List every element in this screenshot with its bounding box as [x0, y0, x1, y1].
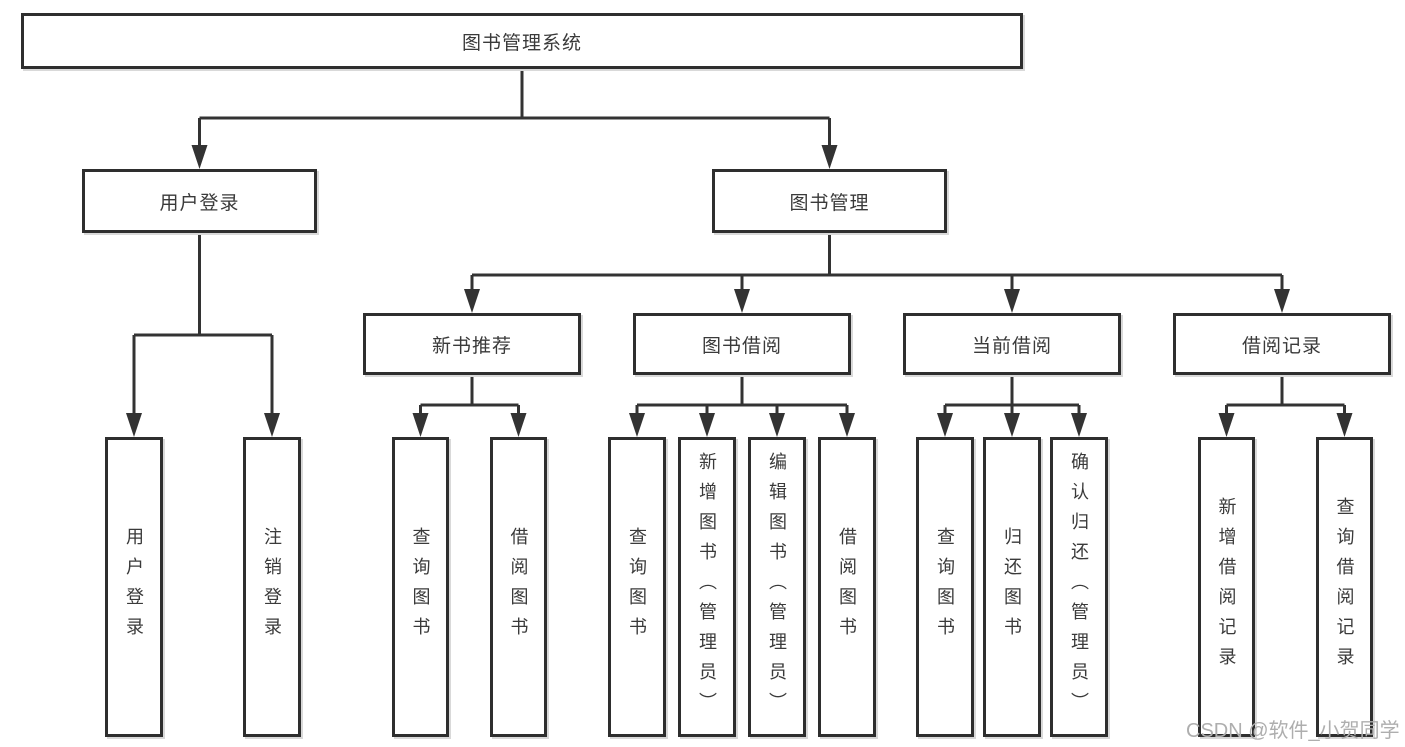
leaf-query-books-recommend: 查询图书: [392, 437, 449, 737]
node-label: 查询借阅记录: [1334, 497, 1355, 677]
node-label: 注销登录: [262, 527, 282, 647]
leaf-return-book: 归还图书: [983, 437, 1041, 737]
node-label: 用户登录: [159, 192, 240, 214]
leaf-query-books-borrowing: 查询图书: [608, 437, 666, 737]
node-system-root: 图书管理系统: [21, 13, 1023, 69]
leaf-add-book-admin: 新增图书（管理员）: [678, 437, 736, 737]
node-label: 当前借阅: [971, 335, 1052, 357]
connector-user-login: [126, 233, 280, 437]
node-label: 新增图书（管理员）: [697, 452, 717, 722]
connector-book-management: [464, 233, 1290, 313]
connector-current-borrowing: [937, 375, 1087, 437]
node-label: 图书管理系统: [461, 32, 582, 54]
node-label: 归还图书: [1002, 527, 1022, 647]
node-label: 图书借阅: [701, 335, 782, 357]
node-user-login: 用户登录: [82, 169, 317, 233]
watermark-text: CSDN @软件_小贺同学: [1186, 720, 1400, 742]
leaf-borrow-books: 借阅图书: [818, 437, 876, 737]
node-label: 查询图书: [410, 527, 431, 647]
leaf-confirm-return-admin: 确认归还（管理员）: [1050, 437, 1108, 737]
node-label: 编辑图书（管理员）: [767, 452, 787, 722]
node-new-book-recommend: 新书推荐: [363, 313, 581, 375]
node-label: 图书管理: [789, 192, 870, 214]
node-label: 新书推荐: [431, 335, 512, 357]
node-label: 用户登录: [124, 527, 144, 647]
node-book-management: 图书管理: [712, 169, 947, 233]
leaf-edit-book-admin: 编辑图书（管理员）: [748, 437, 806, 737]
connector-new-book-recommend: [412, 375, 527, 437]
connector-root: [191, 69, 838, 169]
node-borrow-records: 借阅记录: [1173, 313, 1391, 375]
leaf-user-login: 用户登录: [105, 437, 163, 737]
node-label: 确认归还（管理员）: [1069, 452, 1089, 722]
node-label: 新增借阅记录: [1216, 497, 1237, 677]
leaf-borrow-books-recommend: 借阅图书: [490, 437, 547, 737]
leaf-query-books-current: 查询图书: [916, 437, 974, 737]
node-book-borrowing: 图书借阅: [633, 313, 851, 375]
connector-borrow-records: [1218, 375, 1353, 437]
node-label: 查询图书: [627, 527, 647, 647]
leaf-add-borrow-record: 新增借阅记录: [1198, 437, 1255, 737]
connector-book-borrowing: [629, 375, 855, 437]
leaf-query-borrow-record: 查询借阅记录: [1316, 437, 1373, 737]
node-label: 查询图书: [935, 527, 955, 647]
node-label: 借阅图书: [508, 527, 529, 647]
node-label: 借阅记录: [1241, 335, 1322, 357]
leaf-logout: 注销登录: [243, 437, 301, 737]
node-label: 借阅图书: [837, 527, 857, 647]
node-current-borrowing: 当前借阅: [903, 313, 1121, 375]
